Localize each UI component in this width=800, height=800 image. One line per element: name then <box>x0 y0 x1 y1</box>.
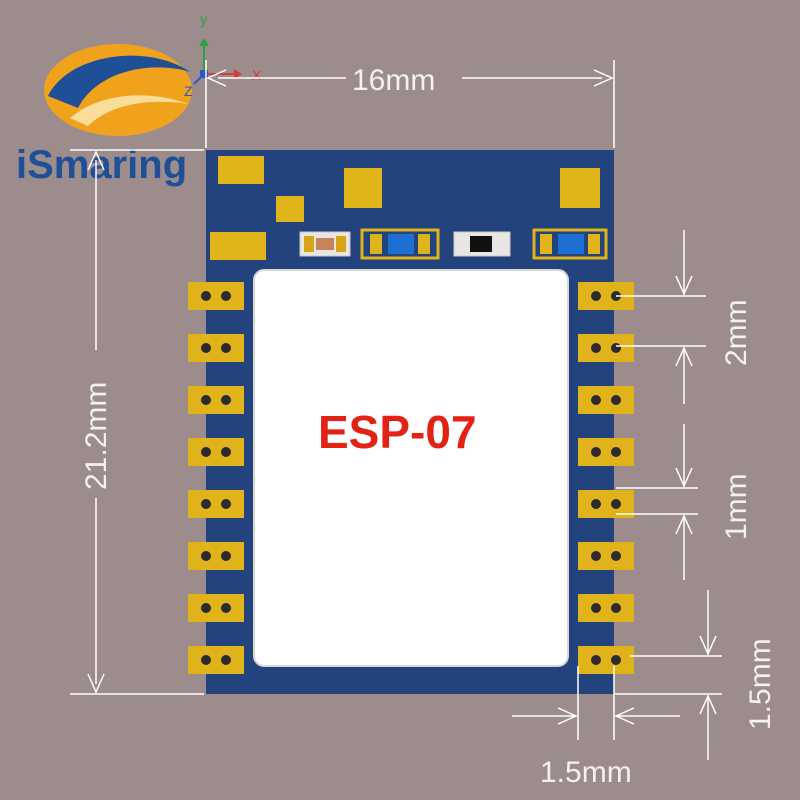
dim-width <box>205 60 615 148</box>
pad-left-1 <box>188 282 244 310</box>
logo-swoosh-blue <box>48 55 190 108</box>
board-components <box>210 156 608 260</box>
pad-left-8 <box>188 646 244 674</box>
pad-top-5 <box>210 232 266 260</box>
pads-left <box>188 282 244 674</box>
pad-left-6 <box>188 542 244 570</box>
dim-pad-width <box>512 666 680 740</box>
brand-logo: iSmaring <box>16 44 192 187</box>
dim-height-label: 21.2mm <box>80 382 113 490</box>
pads-right <box>578 282 634 674</box>
smd-resistor <box>453 231 511 257</box>
dim-gap-label: 1mm <box>720 473 753 540</box>
axis-x-label: X <box>252 67 262 83</box>
pad-top-4 <box>560 168 600 208</box>
module-label: ESP-07 <box>318 406 477 458</box>
pad-left-5 <box>188 490 244 518</box>
dim-pad-width-label: 1.5mm <box>540 756 632 789</box>
dim-pad-height <box>614 590 722 760</box>
logo-swoosh-light <box>70 95 188 126</box>
pad-right-6 <box>578 542 634 570</box>
pad-top-3 <box>344 168 382 208</box>
pad-left-2 <box>188 334 244 362</box>
pad-left-4 <box>188 438 244 466</box>
pad-right-3 <box>578 386 634 414</box>
pad-right-2 <box>578 334 634 362</box>
pad-left-3 <box>188 386 244 414</box>
dim-pitch <box>616 230 706 404</box>
dim-pad-height-label: 1.5mm <box>744 638 777 730</box>
axis-z-label: Z <box>184 83 193 99</box>
pad-top-2 <box>276 196 304 222</box>
dim-gap <box>616 424 698 580</box>
dim-width-label: 16mm <box>352 64 435 97</box>
pad-right-4 <box>578 438 634 466</box>
pad-right-8 <box>578 646 634 674</box>
smd-component-blue-2 <box>532 228 608 260</box>
dim-height <box>70 149 204 695</box>
axis-y-label: y <box>200 11 207 27</box>
dim-pitch-label: 2mm <box>720 299 753 366</box>
smd-capacitor <box>299 231 351 257</box>
rf-shield <box>253 269 569 667</box>
pad-top-1 <box>218 156 264 184</box>
smd-component-blue-1 <box>360 228 440 260</box>
pad-right-7 <box>578 594 634 622</box>
axis-triad: y X Z <box>184 11 262 99</box>
pad-left-7 <box>188 594 244 622</box>
